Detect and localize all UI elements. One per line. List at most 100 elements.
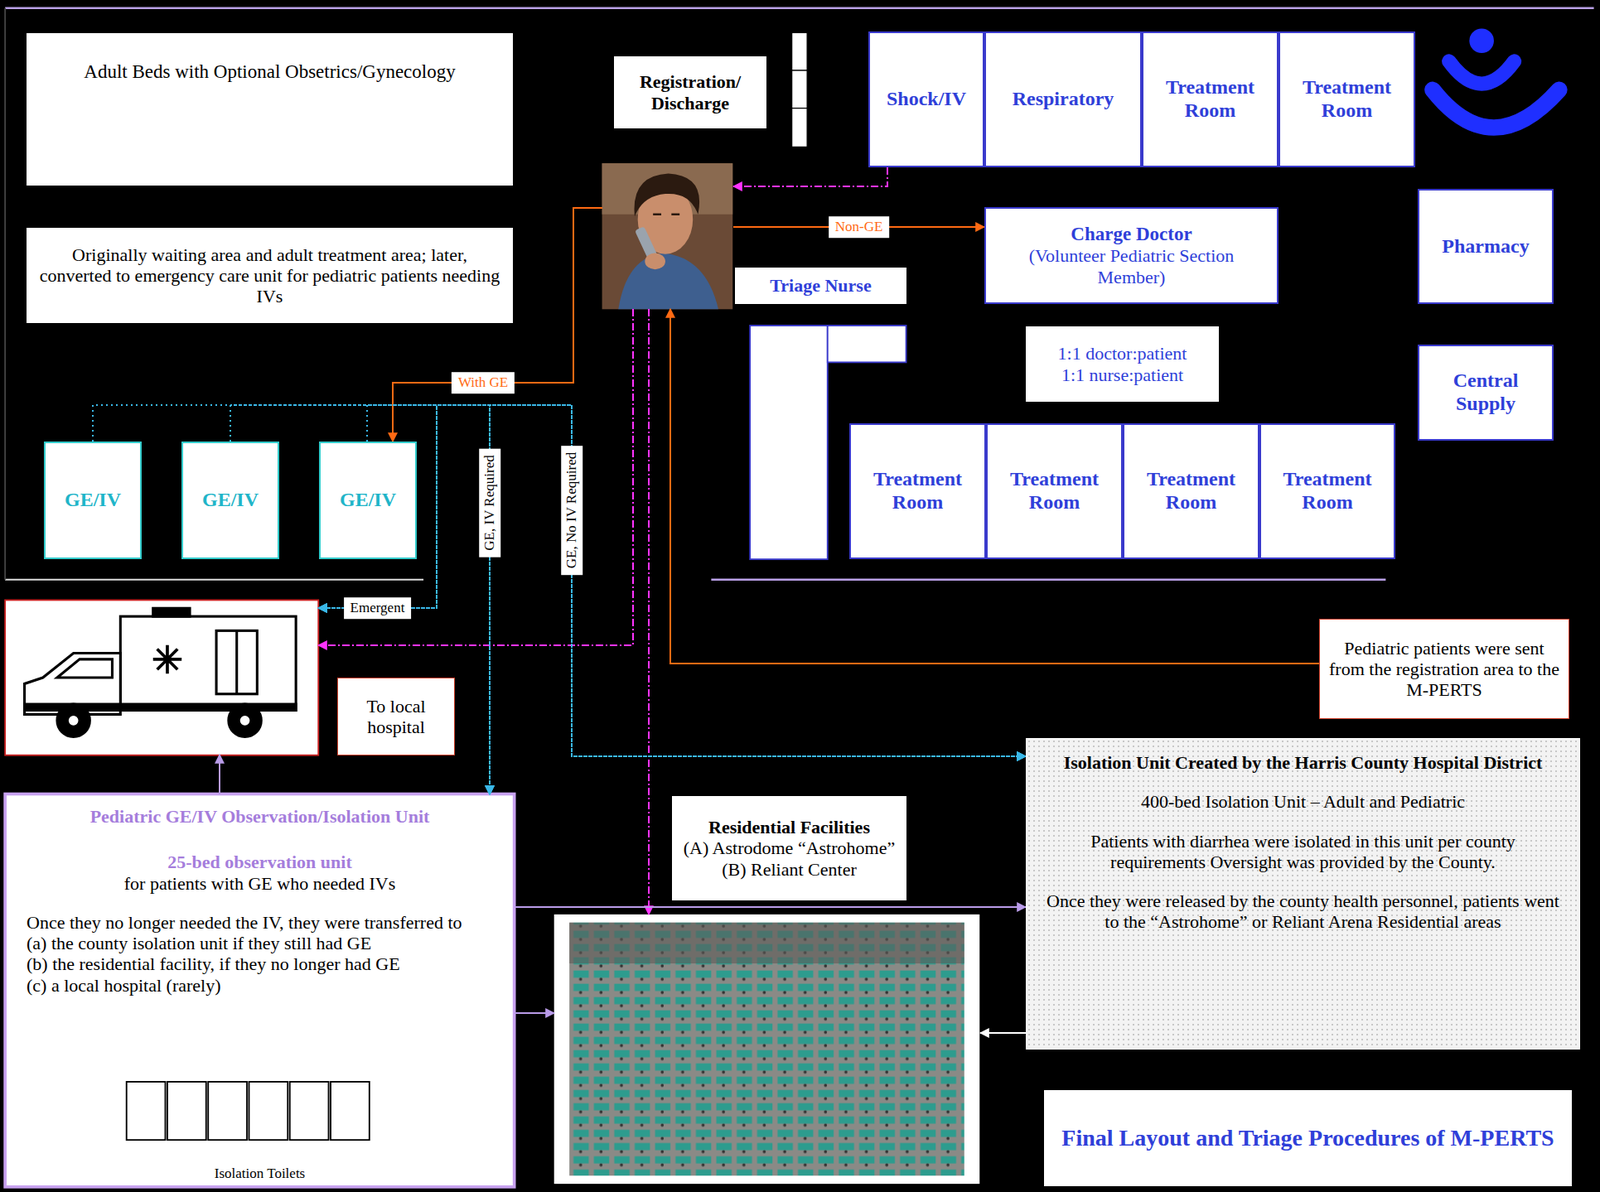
node-text: Treatment Room — [1288, 76, 1406, 122]
toilet — [167, 1082, 207, 1141]
registration-desk — [792, 70, 808, 109]
node-text: Once they were released by the county he… — [1043, 890, 1563, 933]
node-text: Charge Doctor — [1070, 223, 1192, 246]
ambulance-window — [57, 659, 113, 678]
toilet — [248, 1082, 288, 1141]
registration-desk — [792, 32, 808, 71]
ambulance-star — [153, 645, 182, 674]
node-text: Triage Nurse — [769, 275, 871, 296]
room-box: Treatment Room — [1141, 31, 1279, 168]
cots-photo — [569, 923, 965, 964]
ambulance-body — [120, 616, 296, 711]
note-box: Originally waiting area and adult treatm… — [25, 227, 514, 324]
blank-room — [827, 325, 907, 363]
node-text: Isolation Toilets — [4, 1165, 515, 1183]
title-box: Final Layout and Triage Procedures of M-… — [1044, 1090, 1572, 1187]
node-text: Shock/IV — [886, 87, 967, 112]
connector — [647, 309, 650, 915]
ambulance-door — [235, 630, 238, 694]
node-text: for patients with GE who needed IVs — [124, 873, 396, 895]
label-box: Residential Facilities(A) Astrodome “Ast… — [671, 796, 907, 901]
node-text: Originally waiting area and adult treatm… — [34, 244, 505, 308]
nurse-photo — [602, 163, 734, 310]
observation-frame — [4, 794, 515, 1188]
connector — [230, 405, 1026, 757]
node-text: Residential Facilities — [708, 816, 871, 838]
edge-label: With GE — [451, 372, 515, 394]
node-text: (Volunteer Pediatric Section Member) — [994, 245, 1269, 288]
room-box: Central Supply — [1417, 344, 1554, 441]
cots-photo — [569, 923, 965, 1177]
toilet — [290, 1082, 329, 1141]
nurse-photo — [634, 173, 701, 217]
node-text: (A) Astrodome “Astrohome” — [683, 837, 895, 859]
node-text: Isolation Unit Created by the Harris Cou… — [1063, 752, 1543, 774]
nurse-photo — [644, 253, 666, 271]
logo — [1432, 89, 1560, 128]
ambulance-wheel — [238, 714, 252, 727]
connector — [514, 906, 1026, 909]
room-box: Treatment Room — [1259, 423, 1396, 560]
node-text: (a) the county isolation unit if they st… — [26, 932, 494, 954]
ambulance-frame — [4, 599, 319, 755]
photo-frame — [554, 914, 981, 1185]
ratio-box: 1:1 doctor:patient1:1 nurse:patient — [1025, 326, 1219, 402]
registration-desk — [792, 108, 808, 148]
ambulance-box: To local hospital — [4, 599, 319, 755]
note-box: Pediatric patients were sent from the re… — [1319, 618, 1570, 720]
node-text: Adult Beds with Optional Obsetrics/Gynec… — [83, 61, 455, 83]
label-box: To local hospital — [337, 677, 455, 756]
node-text: (b) the residential facility, if they no… — [26, 953, 494, 975]
toilet — [207, 1082, 247, 1141]
node-text: Once they no longer needed the IV, they … — [26, 912, 494, 933]
node-text: Pediatric patients were sent from the re… — [1328, 638, 1561, 701]
label-box: Triage Nurse — [734, 267, 907, 305]
room-box: Pharmacy — [1417, 188, 1554, 305]
frame-line — [4, 8, 6, 581]
connector — [514, 1012, 555, 1015]
room-box: Respiratory — [984, 31, 1142, 168]
connector — [670, 309, 1320, 664]
node-text: Central Supply — [1427, 369, 1544, 416]
ambulance-wheel — [57, 704, 90, 737]
node-text: 25-bed observation unit — [167, 851, 352, 873]
node-text: Treatment Room — [859, 468, 977, 514]
node-text: GE/IV — [64, 488, 121, 513]
isolation-box: Isolation Unit Created by the Harris Cou… — [1025, 738, 1581, 1050]
bed-box: GE/IV — [181, 441, 280, 560]
node-text: Treatment Room — [1269, 468, 1386, 514]
residential-box: Residential Facilities(A) Astrodome “Ast… — [554, 914, 981, 1185]
room-box: Treatment Room — [986, 423, 1123, 560]
frame-line — [4, 579, 424, 581]
room-box: Treatment Room — [1122, 423, 1260, 560]
connector — [218, 754, 221, 795]
connector — [92, 405, 490, 795]
frame-line — [710, 579, 1386, 581]
node-text: Registration/ Discharge — [622, 71, 759, 114]
connector — [980, 1032, 1026, 1035]
node-text: (c) a local hospital (rarely) — [26, 975, 494, 996]
ambulance-door — [216, 630, 257, 694]
node-text: 400-bed Isolation Unit – Adult and Pedia… — [1140, 791, 1465, 813]
connector — [318, 309, 634, 646]
ambulance-light — [153, 608, 190, 617]
logo — [1469, 28, 1494, 54]
area-box: Adult Beds with Optional Obsetrics/Gynec… — [25, 32, 514, 187]
room-box: Treatment Room — [849, 423, 987, 560]
diagram-title: Final Layout and Triage Procedures of M-… — [1061, 1125, 1554, 1152]
node-text: Patients with diarrhea were isolated in … — [1043, 831, 1563, 874]
bed-box: GE/IV — [43, 441, 142, 560]
logo — [1449, 61, 1515, 84]
edge-label: GE, IV Required — [478, 448, 501, 557]
room-box: Treatment Room — [1278, 31, 1416, 168]
node-text: Respiratory — [1012, 87, 1115, 112]
connector — [733, 167, 888, 187]
node-text: Pediatric GE/IV Observation/Isolation Un… — [90, 806, 431, 827]
node-text: Pharmacy — [1441, 235, 1529, 259]
node-text: 1:1 doctor:patient — [1058, 343, 1188, 364]
edge-label: Non-GE — [828, 216, 890, 238]
toilet — [126, 1082, 166, 1141]
node-text: 1:1 nurse:patient — [1061, 364, 1184, 386]
node-text: GE/IV — [202, 488, 259, 513]
